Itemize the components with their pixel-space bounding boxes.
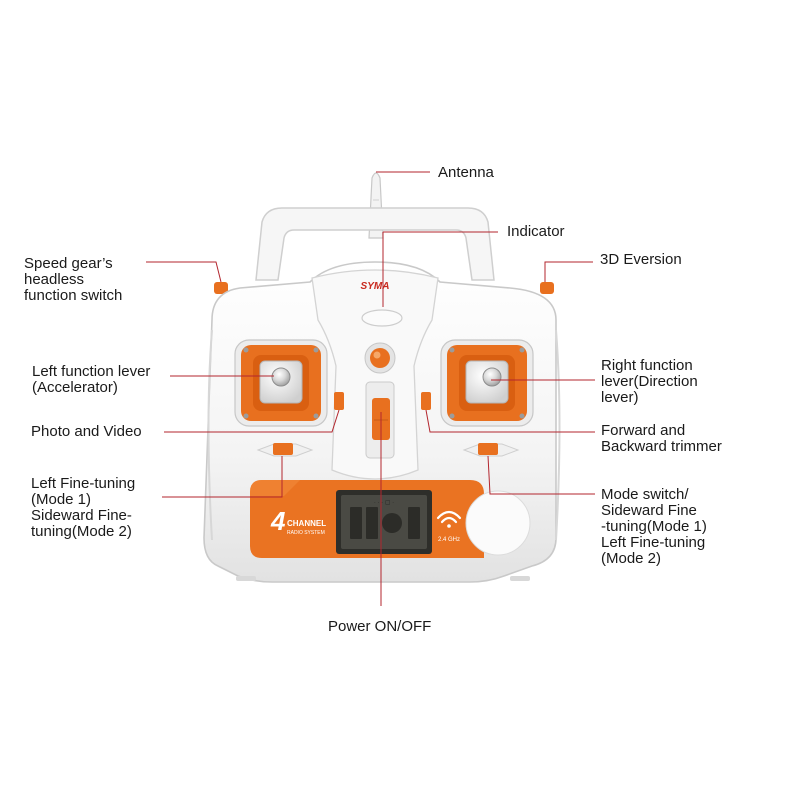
side-grip-right [555,329,561,541]
label-indicator: Indicator [507,223,565,240]
channel-number: 4 [270,506,286,536]
indicator-light [361,309,403,327]
right-function-lever[interactable] [440,339,534,427]
speed-gear-switch[interactable] [214,282,228,294]
leader-lines [146,171,595,606]
leader-speed-gear [146,261,222,283]
left-fine-tuning-trim[interactable] [256,443,314,457]
label-antenna: Antenna [438,164,494,181]
eversion-3d-switch[interactable] [540,282,554,294]
leader-left-fine [162,456,283,498]
label-trimmer: Forward and Backward trimmer [601,422,722,455]
label-right-lever: Right function lever(Direction lever) [601,357,698,406]
channel-subtitle: RADIO SYSTEM [287,530,325,536]
label-speed-gear: Speed gear’s headless function switch [24,255,123,304]
brand-logo: SYMA [361,281,390,292]
label-mode-switch: Mode switch/ Sideward Fine -tuning(Mode … [601,486,707,567]
wifi-icon [436,510,462,528]
channel-word: CHANNEL [287,519,326,528]
left-function-lever[interactable] [234,339,328,427]
svg-text:· · · ▢ ·: · · · ▢ · [374,500,394,506]
foot-left [236,576,256,581]
label-power: Power ON/OFF [328,618,432,635]
label-left-fine: Left Fine-tuning (Mode 1) Sideward Fine-… [31,475,136,540]
label-left-lever: Left function lever (Accelerator) [32,363,151,396]
leader-mode-switch [487,455,595,495]
leader-trimmer [425,409,595,433]
center-button[interactable] [370,348,390,368]
right-fine-tuning-trim[interactable] [462,443,520,457]
label-3d-eversion: 3D Eversion [600,251,682,268]
leader-3d-eversion [544,261,593,282]
mode-switch[interactable] [465,490,531,556]
leader-photo-video [164,409,340,433]
photo-video-button[interactable] [334,392,344,410]
carry-handle [255,207,495,281]
lcd-screen: · · · ▢ · [336,490,432,554]
side-grip-left [207,329,213,541]
forward-backward-trimmer[interactable] [421,392,431,410]
center-button-glare [373,351,381,359]
foot-right [510,576,530,581]
label-photo-video: Photo and Video [31,423,142,440]
frequency-label: 2.4 GHz [438,537,460,543]
center-panel [311,269,439,480]
